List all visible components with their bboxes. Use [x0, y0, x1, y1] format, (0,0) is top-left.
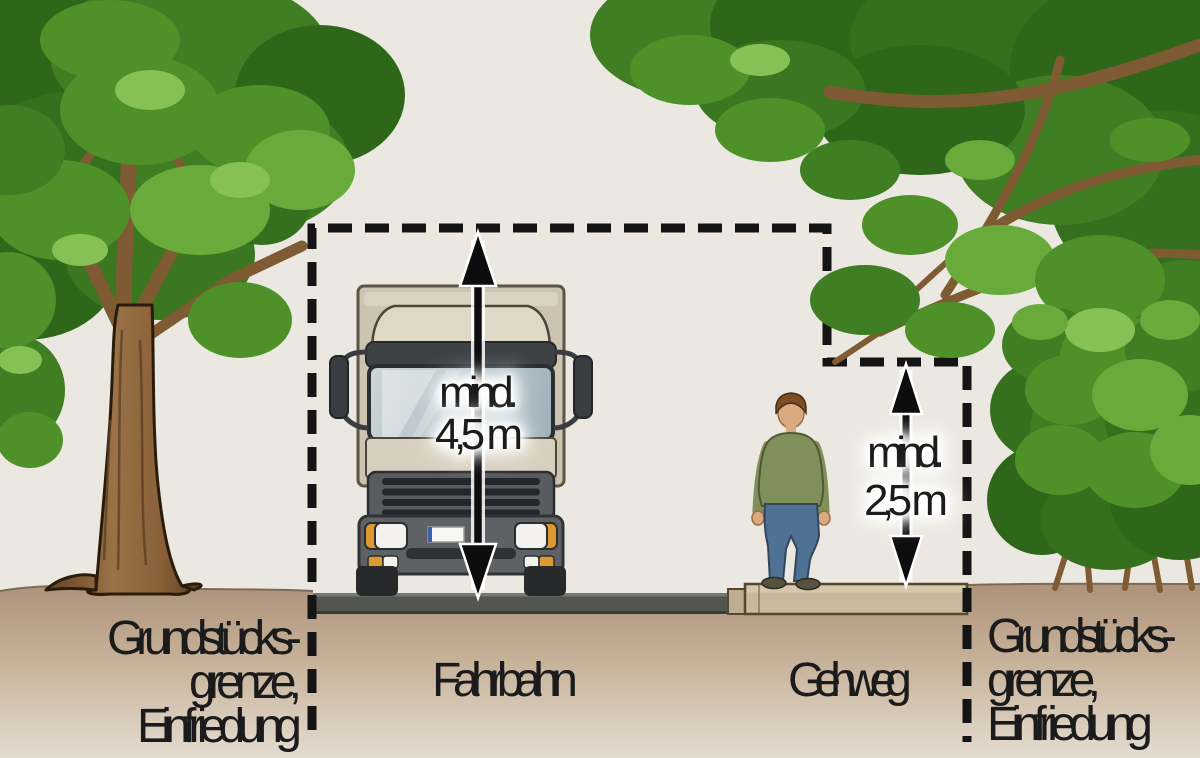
svg-text:grenze,: grenze,	[987, 654, 1101, 707]
svg-text:Grundstücks-: Grundstücks-	[107, 612, 302, 665]
pedestrian-hair	[775, 392, 807, 416]
ground	[0, 582, 1200, 758]
truck-wheel-left	[356, 566, 398, 596]
pedestrian-shoe	[761, 576, 787, 590]
clearance-sidewalk-value: 2,5 m	[864, 476, 948, 525]
svg-text:Grundstücks-: Grundstücks-	[987, 610, 1177, 663]
boundary-label-right: Grundstücks- grenze, Einfriedung	[987, 610, 1177, 751]
pedestrian-shoe	[795, 577, 821, 591]
truck	[329, 284, 593, 596]
sidewalk-label: Gehweg	[788, 654, 912, 707]
truck-wheel-right	[524, 566, 566, 596]
right-bush	[987, 300, 1200, 593]
svg-text:Einfriedung: Einfriedung	[987, 698, 1153, 751]
clearance-sidewalk-prefix: mind.	[867, 428, 945, 477]
truck-roof-fairing	[370, 304, 552, 348]
truck-mirrors	[329, 349, 593, 431]
trunk-bark-lines	[102, 329, 148, 571]
height-arrow-sidewalk	[888, 359, 924, 591]
pedestrian-jeans	[763, 503, 821, 582]
svg-text:Einfriedung: Einfriedung	[137, 700, 302, 753]
truck-license-plate	[427, 526, 465, 543]
road-label: Fahrbahn	[432, 654, 578, 707]
truck-headlights	[364, 522, 558, 569]
left-tree	[0, 0, 405, 596]
pedestrian-sweater	[757, 431, 825, 507]
pedestrian	[751, 392, 831, 591]
height-arrow-road	[458, 228, 498, 602]
boundary-label-left: Grundstücks- grenze, Einfriedung	[107, 612, 302, 753]
sidewalk-slab	[727, 582, 969, 616]
road-surface	[313, 593, 747, 614]
clearance-road-value: 4,5 m	[435, 410, 523, 459]
clearance-road-prefix: mind.	[439, 368, 519, 417]
svg-text:grenze,: grenze,	[189, 656, 302, 709]
